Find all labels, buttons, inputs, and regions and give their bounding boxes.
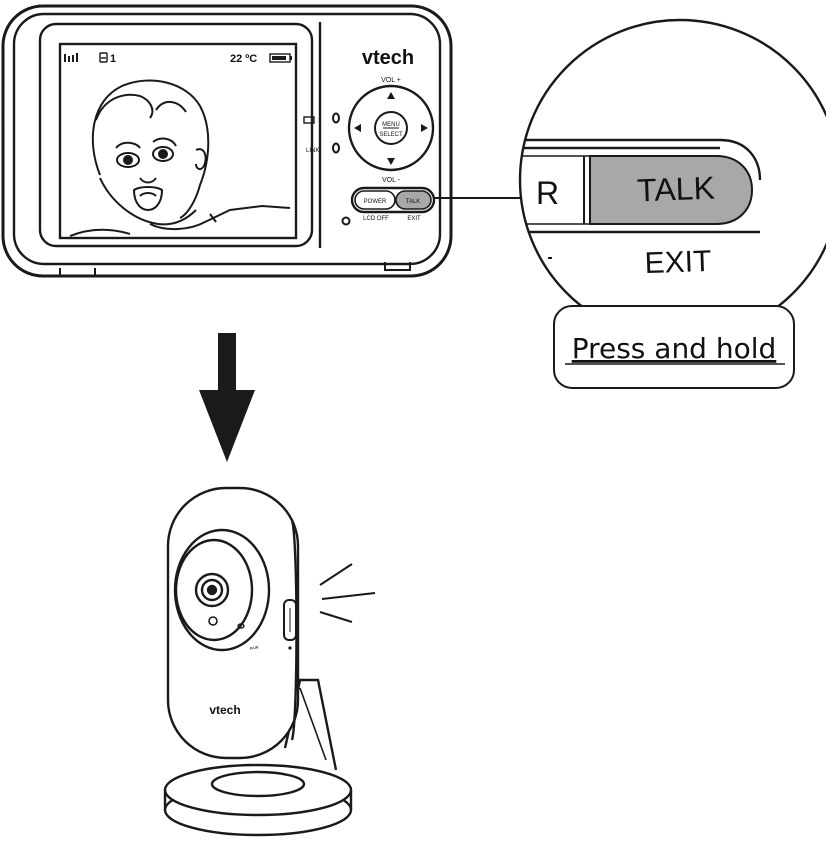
select-label: SELECT	[379, 132, 403, 138]
vol-down-arrow-icon[interactable]	[387, 158, 395, 165]
vol-up-arrow-icon[interactable]	[387, 92, 395, 99]
monitor-brand: vtech	[362, 47, 414, 69]
sound-waves-icon	[319, 563, 376, 623]
baby-face-image	[69, 79, 291, 237]
talk-label: TALK	[406, 199, 421, 205]
menu-select-button[interactable]	[374, 111, 408, 145]
menu-label: MENU	[382, 122, 400, 128]
caption-box: Press and hold	[553, 305, 795, 389]
parent-monitor	[1, 4, 528, 278]
pair-button[interactable]	[283, 599, 297, 641]
zoom-exit-label: EXIT	[644, 245, 712, 280]
vol-up-label: VOL +	[381, 77, 401, 84]
zoomed-talk-button[interactable]	[589, 155, 754, 225]
link-label: LINK	[306, 148, 319, 154]
signal-icon	[64, 53, 78, 62]
exit-label: EXIT	[407, 216, 421, 222]
vol-down-label: VOL -	[382, 177, 401, 184]
zoom-callout: R TALK EXIT	[518, 18, 826, 342]
caption-text: Press and hold	[572, 332, 777, 365]
power-label: POWER	[364, 199, 387, 205]
camera-side-label: PAIR	[249, 644, 259, 651]
camera-status-icon	[99, 52, 108, 63]
camera-number: 1	[110, 53, 116, 65]
nav-pad[interactable]	[347, 84, 435, 172]
left-arrow-icon[interactable]	[354, 124, 361, 132]
power-button[interactable]	[354, 190, 396, 210]
temperature-readout: 22 ºC	[230, 53, 257, 65]
baby-camera	[163, 486, 376, 837]
power-talk-bezel	[350, 186, 436, 214]
down-arrow-icon	[199, 333, 255, 462]
right-arrow-icon[interactable]	[421, 124, 428, 132]
camera-lens	[194, 572, 230, 608]
battery-icon	[269, 53, 292, 63]
camera-brand: vtech	[209, 703, 240, 717]
monitor-screen	[38, 22, 314, 248]
zoom-partial-label: R	[536, 175, 559, 211]
lcd-off-label: LCD OFF	[363, 216, 389, 222]
talk-button[interactable]	[395, 190, 432, 210]
zoom-talk-label: TALK	[637, 170, 716, 209]
